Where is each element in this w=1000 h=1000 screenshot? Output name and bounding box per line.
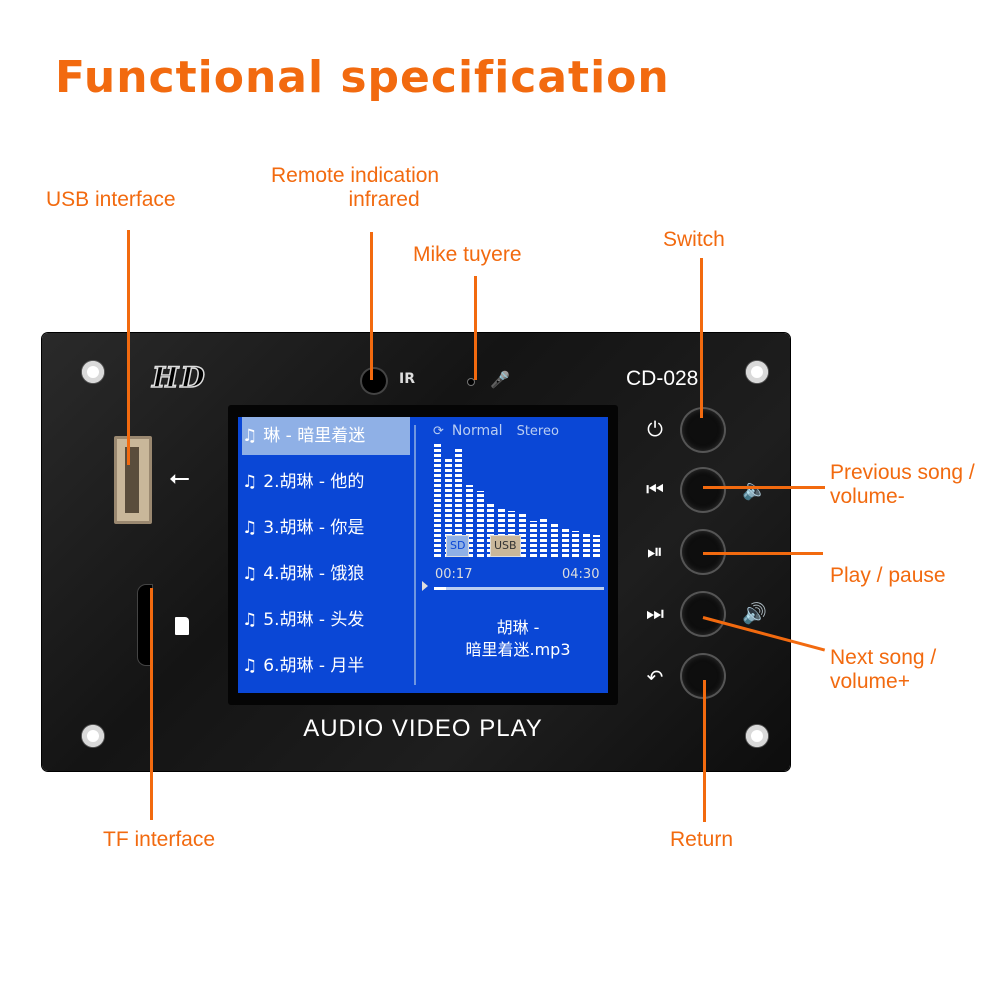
ir-receiver bbox=[362, 369, 386, 393]
equalizer-bar bbox=[529, 521, 537, 557]
lcd-screen: ♫琳 - 暗里着迷 ♫2.胡琳 - 他的 ♫3.胡琳 - 你是 ♫4.胡琳 - … bbox=[238, 417, 608, 693]
equalizer-bar bbox=[582, 533, 590, 557]
ir-pointer-line bbox=[370, 232, 373, 380]
page-title: Functional specification bbox=[55, 52, 670, 103]
volume-down-icon: 🔈 bbox=[742, 477, 767, 501]
equalizer-bar bbox=[465, 485, 473, 557]
next-icon: ⏭ bbox=[646, 601, 664, 625]
equalizer-visualizer bbox=[434, 443, 604, 577]
music-note-icon: ♫ bbox=[242, 564, 258, 584]
equalizer-bar bbox=[561, 527, 569, 557]
music-note-icon: ♫ bbox=[242, 426, 258, 446]
play-mode: Normal bbox=[451, 423, 503, 439]
progress-bar[interactable] bbox=[434, 587, 604, 590]
list-item[interactable]: ♫琳 - 暗里着迷 bbox=[242, 417, 410, 455]
screw-bottom-left bbox=[82, 725, 104, 747]
tf-card-slot[interactable] bbox=[138, 585, 152, 665]
sd-badge: SD bbox=[446, 535, 470, 557]
tf-interface-label: TF interface bbox=[103, 828, 216, 851]
progress-fill bbox=[434, 587, 446, 590]
list-item[interactable]: ♫4.胡琳 - 饿狼 bbox=[242, 564, 365, 584]
equalizer-bar bbox=[508, 511, 516, 557]
music-note-icon: ♫ bbox=[242, 472, 258, 492]
usb-badge: USB bbox=[490, 535, 521, 557]
equalizer-bar bbox=[519, 514, 526, 557]
equalizer-bar bbox=[476, 491, 484, 557]
equalizer-bar bbox=[455, 449, 463, 557]
previous-song-label: Previous song / volume- bbox=[830, 461, 975, 508]
equalizer-bar bbox=[434, 443, 441, 557]
return-icon: ↶ bbox=[646, 665, 664, 689]
ir-text: IR bbox=[399, 371, 415, 387]
tf-pointer-line bbox=[150, 588, 153, 820]
device-caption: AUDIO VIDEO PLAY bbox=[303, 715, 543, 742]
previous-icon: ⏮ bbox=[646, 477, 664, 501]
return-pointer-line bbox=[703, 680, 706, 822]
hd-logo: HD bbox=[151, 360, 207, 395]
model-number: CD-028 bbox=[626, 367, 699, 390]
prev-pointer-line bbox=[703, 486, 825, 489]
switch-label: Switch bbox=[663, 228, 725, 251]
play-pointer-line bbox=[703, 552, 823, 555]
screw-bottom-right bbox=[746, 725, 768, 747]
play-pause-label: Play / pause bbox=[830, 564, 946, 587]
play-indicator-icon bbox=[422, 581, 428, 591]
status-bar: ⟳ Normal Stereo bbox=[433, 423, 559, 439]
microphone-hole bbox=[468, 379, 474, 385]
mic-pointer-line bbox=[474, 276, 477, 380]
switch-button[interactable] bbox=[682, 409, 724, 451]
screw-top-left bbox=[82, 361, 104, 383]
equalizer-bar bbox=[487, 503, 495, 557]
next-button[interactable] bbox=[682, 593, 724, 635]
audio-player-panel: HD CD-028 IR 🎤 ⭠ ♫琳 - 暗里着迷 ♫2.胡琳 - 他的 ♫3… bbox=[42, 333, 790, 771]
microphone-icon: 🎤 bbox=[490, 370, 510, 389]
screw-top-right bbox=[746, 361, 768, 383]
lcd-bezel: ♫琳 - 暗里着迷 ♫2.胡琳 - 他的 ♫3.胡琳 - 你是 ♫4.胡琳 - … bbox=[228, 405, 618, 705]
equalizer-bar bbox=[593, 535, 601, 557]
previous-button[interactable] bbox=[682, 469, 724, 511]
music-note-icon: ♫ bbox=[242, 610, 258, 630]
equalizer-bar bbox=[572, 531, 580, 557]
return-label: Return bbox=[670, 828, 734, 851]
usb-interface-label: USB interface bbox=[46, 188, 176, 211]
sd-card-icon bbox=[175, 617, 189, 635]
repeat-icon: ⟳ bbox=[433, 424, 444, 439]
equalizer-bar bbox=[540, 519, 548, 557]
current-time: 00:17 bbox=[435, 567, 473, 582]
list-item[interactable]: ♫5.胡琳 - 头发 bbox=[242, 610, 365, 630]
power-icon: ⏻ bbox=[647, 417, 663, 441]
list-item[interactable]: ♫3.胡琳 - 你是 bbox=[242, 518, 365, 538]
channel-mode: Stereo bbox=[516, 424, 559, 439]
now-playing: 胡琳 - 暗里着迷.mp3 bbox=[465, 618, 571, 659]
volume-up-icon: 🔊 bbox=[742, 601, 767, 625]
usb-port[interactable] bbox=[114, 436, 152, 524]
screen-divider bbox=[414, 425, 416, 685]
equalizer-bar bbox=[444, 459, 452, 557]
list-item[interactable]: ♫2.胡琳 - 他的 bbox=[242, 472, 365, 492]
music-note-icon: ♫ bbox=[242, 656, 258, 676]
total-time: 04:30 bbox=[562, 567, 600, 582]
usb-icon: ⭠ bbox=[169, 463, 190, 493]
remote-infrared-label: Remote indication infrared bbox=[271, 164, 440, 211]
equalizer-bar bbox=[497, 507, 505, 557]
equalizer-bar bbox=[550, 523, 558, 557]
switch-pointer-line bbox=[700, 258, 703, 418]
mike-tuyere-label: Mike tuyere bbox=[413, 243, 522, 266]
play-pause-icon: ⏯ bbox=[647, 539, 663, 563]
music-note-icon: ♫ bbox=[242, 518, 258, 538]
usb-pointer-line bbox=[127, 230, 130, 465]
next-song-label: Next song / volume+ bbox=[830, 646, 937, 693]
list-item[interactable]: ♫6.胡琳 - 月半 bbox=[242, 656, 365, 676]
